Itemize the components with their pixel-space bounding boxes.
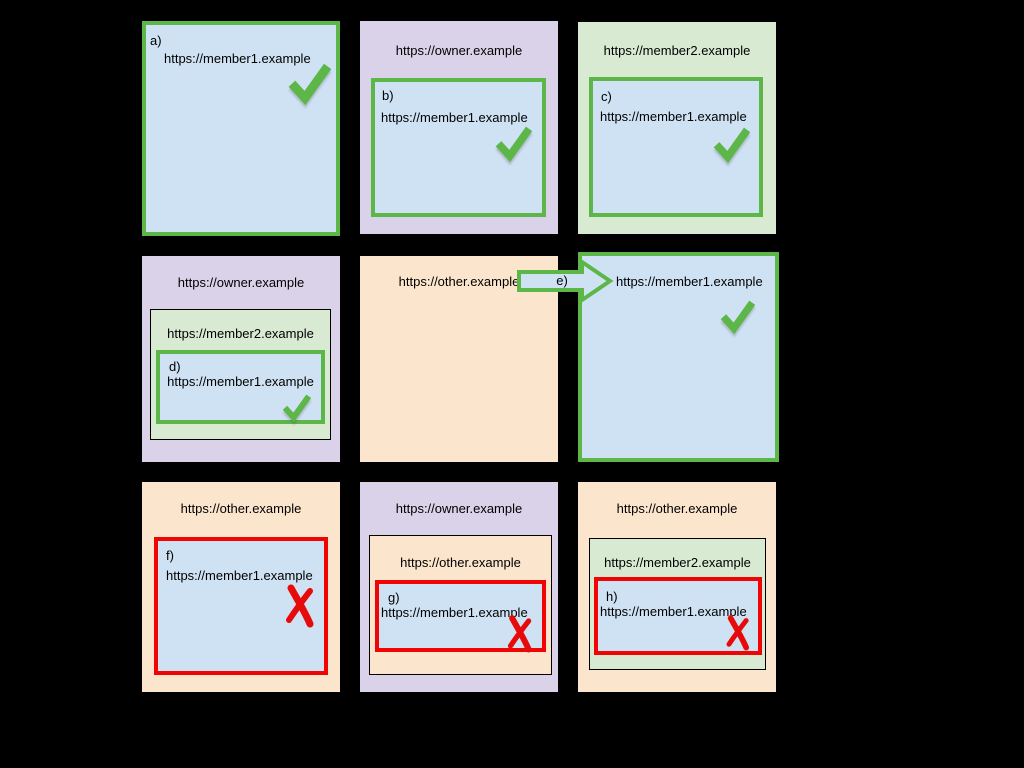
checkmark-icon	[495, 126, 533, 163]
panel-a-url: https://member1.example	[164, 51, 311, 66]
checkmark-icon	[713, 127, 751, 164]
panel-g-other-iframe: https://other.example g) https://member1…	[369, 535, 552, 675]
panel-d-member2-iframe: https://member2.example d) https://membe…	[150, 309, 331, 440]
arrow-icon: e)	[517, 258, 614, 304]
checkmark-icon	[288, 63, 332, 106]
panel-d-top-url: https://owner.example	[177, 275, 305, 290]
checkmark-icon	[720, 300, 756, 335]
panel-f-other-window: https://other.example f) https://member1…	[142, 482, 340, 692]
checkmark-icon	[282, 394, 312, 423]
panel-h-mid-url: https://member2.example	[604, 555, 751, 570]
panel-e-member1-window: https://member1.example	[578, 252, 779, 462]
panel-c-member2-window: https://member2.example c) https://membe…	[578, 22, 776, 234]
panel-b-label: b)	[382, 88, 394, 103]
panel-g-owner-window: https://owner.example https://other.exam…	[360, 482, 558, 692]
panel-f-member1-iframe: f) https://member1.example	[154, 537, 328, 675]
panel-h-url: https://member1.example	[600, 604, 747, 619]
panel-d-url: https://member1.example	[167, 374, 314, 389]
panel-c-top-url: https://member2.example	[603, 43, 751, 58]
panel-d-member1-iframe: d) https://member1.example	[156, 350, 325, 424]
panel-d-label: d)	[169, 359, 181, 374]
panel-h-label: h)	[606, 589, 618, 604]
panel-a-label: a)	[150, 33, 162, 48]
panel-e-from-url: https://other.example	[398, 274, 520, 289]
panel-b-url: https://member1.example	[381, 110, 528, 125]
panel-c-url: https://member1.example	[600, 109, 747, 124]
panel-g-mid-url: https://other.example	[400, 555, 521, 570]
panel-h-other-window: https://other.example https://member2.ex…	[578, 482, 776, 692]
panel-e-label: e)	[556, 273, 568, 288]
panel-d-mid-url: https://member2.example	[167, 326, 314, 341]
panel-h-member1-iframe: h) https://member1.example	[594, 577, 762, 655]
panel-c-label: c)	[601, 89, 612, 104]
panel-f-top-url: https://other.example	[180, 501, 302, 516]
panel-g-member1-iframe: g) https://member1.example	[375, 580, 546, 653]
panel-d-owner-window: https://owner.example https://member2.ex…	[142, 256, 340, 462]
panel-b-member1-iframe: b) https://member1.example	[371, 78, 546, 217]
panel-a-member1-window: a) https://member1.example	[142, 21, 340, 236]
panel-f-url: https://member1.example	[166, 568, 313, 583]
panel-g-top-url: https://owner.example	[395, 501, 523, 516]
cross-icon	[725, 614, 751, 651]
panel-h-top-url: https://other.example	[616, 501, 738, 516]
panel-g-label: g)	[388, 590, 400, 605]
cross-icon	[285, 583, 315, 628]
panel-b-owner-window: https://owner.example b) https://member1…	[360, 21, 558, 234]
panel-f-label: f)	[166, 548, 174, 563]
panel-e-to-url: https://member1.example	[616, 274, 763, 289]
panel-h-member2-iframe: https://member2.example h) https://membe…	[589, 538, 766, 670]
panel-g-url: https://member1.example	[381, 605, 528, 620]
cross-icon	[507, 614, 533, 653]
panel-c-member1-iframe: c) https://member1.example	[589, 77, 763, 217]
panel-b-top-url: https://owner.example	[395, 43, 523, 58]
